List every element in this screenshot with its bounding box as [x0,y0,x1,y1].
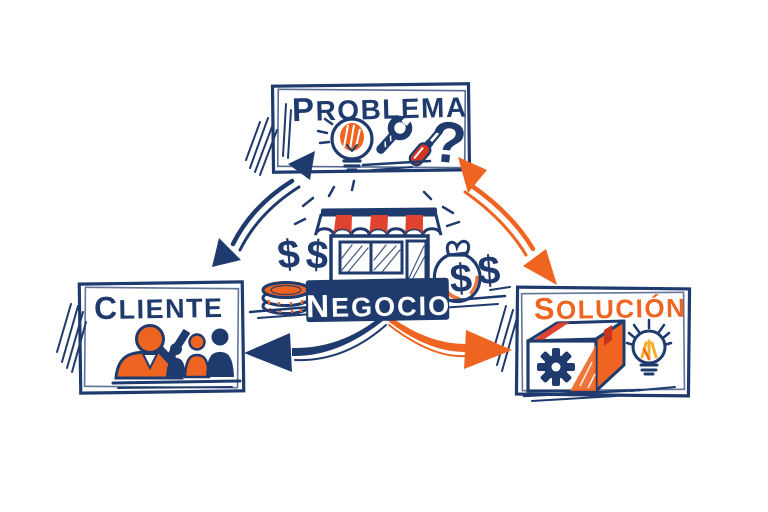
dollar-sign-icon: $ [276,232,302,278]
coin-stack-icon [261,281,311,315]
negocio-illustration: $ $ $ $ [248,179,511,323]
arrow-negocio-to-solucion [387,317,512,369]
problema-icons: ? [316,109,469,177]
arrowhead-up [458,157,487,193]
solucion-label: SOLUCIÓN [533,290,687,327]
lightbulb-icon [316,117,374,172]
package-gear-icon [522,319,642,402]
arrow-problema-cliente [212,151,315,267]
dollar-sign-icon: $ [305,233,330,278]
cliente-icons [111,324,242,389]
arrowhead-right [464,330,512,369]
package-shadow [522,388,642,402]
storefront-icon [314,207,443,284]
arrowhead-left [244,333,292,372]
cliente-label: CLIENTE [93,289,224,327]
dollar-sign-icon: $ [476,248,501,293]
sparkle-dashes [293,179,461,228]
awning-icon [314,207,443,236]
arrowhead-up [288,151,315,180]
cliente-box-hatch [56,303,87,373]
checkmark-icon [156,328,191,366]
tool-underline [361,159,432,171]
arrowhead-down [523,249,557,285]
people-group-icon [166,328,234,379]
wrench-icon [376,114,413,154]
negocio-label: NEGOCIO [305,287,452,325]
negocio-banner [305,277,450,323]
problema-box-hatch [245,103,292,176]
gear-icon [537,348,575,386]
problema-label: PROBLEMA [291,91,468,130]
arrowhead-down [212,238,241,267]
question-mark-icon: ? [427,109,469,177]
cliente-underline [111,379,242,389]
arrow-negocio-to-cliente [244,317,387,372]
solucion-icons [522,318,676,402]
screwdriver-icon [408,128,443,167]
idea-lightbulb-icon [625,318,676,392]
arrow-problema-solucion [458,157,557,285]
dollar-sign-icon: $ [449,256,474,301]
solucion-box-hatch [491,305,518,372]
